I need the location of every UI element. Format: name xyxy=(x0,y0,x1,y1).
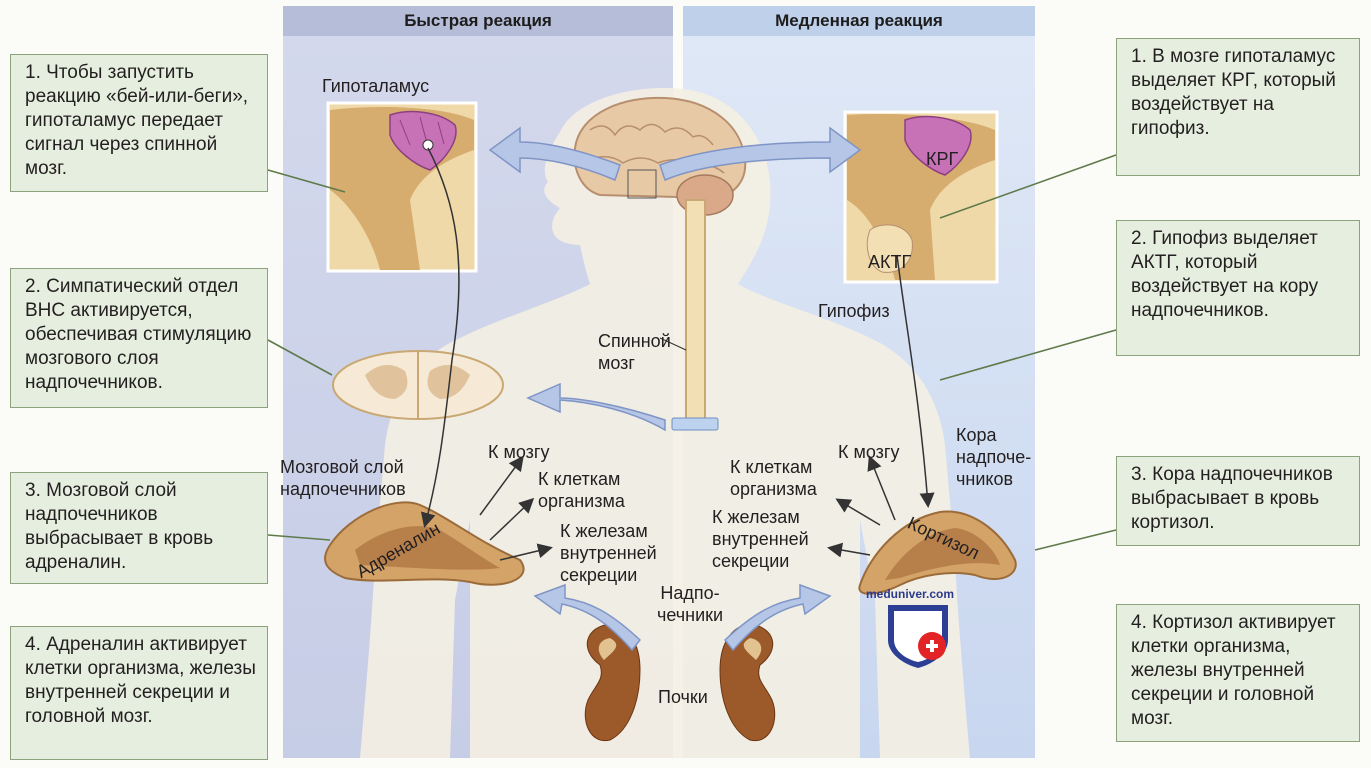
hypothalamus-inset-right xyxy=(843,110,999,284)
header-fast-reaction: Быстрая реакция xyxy=(283,6,673,36)
spinal-cord-cross-section xyxy=(332,350,504,420)
label-acth: АКТГ xyxy=(868,252,912,272)
label-kidneys: Почки xyxy=(658,687,708,707)
watermark-logo xyxy=(888,605,948,668)
watermark-text: meduniver.com xyxy=(866,587,955,601)
left-step-1: 1. Чтобы запустить реакцию «бей-или-беги… xyxy=(10,54,268,192)
right-step-1: 1. В мозге гипоталамус выделяет КРГ, кот… xyxy=(1116,38,1360,176)
right-step-3: 3. Кора надпочечников выбрасывает в кров… xyxy=(1116,456,1360,546)
label-adrenal-cortex: Кора надпоче-чников xyxy=(956,425,1032,489)
header-slow-reaction: Медленная реакция xyxy=(683,6,1035,36)
label-to-cells-left: К клеткам организма xyxy=(538,469,625,511)
adrenal-gland-right xyxy=(858,510,1017,595)
kidneys xyxy=(584,624,776,742)
right-step-4: 4. Кортизол активирует клетки организма,… xyxy=(1116,604,1360,742)
adrenal-gland-left xyxy=(324,501,525,586)
label-adrenal-medulla: Мозговой слой надпочечников xyxy=(280,457,406,499)
left-step-4: 4. Адреналин активирует клетки организма… xyxy=(10,626,268,760)
label-crh: КРГ xyxy=(926,149,959,169)
big-arrows xyxy=(488,126,862,652)
left-step-2: 2. Симпатический отдел ВНС активируется,… xyxy=(10,268,268,408)
label-spinal-cord: Спинной мозг xyxy=(598,331,671,373)
label-pituitary: Гипофиз xyxy=(818,301,890,321)
hypothalamus-inset-left xyxy=(326,101,478,273)
right-step-2: 2. Гипофиз выделяет АКТГ, который воздей… xyxy=(1116,220,1360,356)
label-to-brain-left: К мозгу xyxy=(488,442,550,462)
spinal-cord xyxy=(685,199,706,421)
label-to-brain-right: К мозгу xyxy=(838,442,900,462)
left-step-3: 3. Мозговой слой надпочечников выбрасыва… xyxy=(10,472,268,584)
label-adrenal-glands: Надпо-чечники xyxy=(656,583,724,625)
label-to-glands-right: К железам внутренней секреции xyxy=(712,507,809,571)
label-to-cells-right: К клеткам организма xyxy=(730,457,817,499)
label-to-glands-left: К железам внутренней секреции xyxy=(560,521,657,585)
label-hypothalamus: Гипоталамус xyxy=(322,76,430,96)
